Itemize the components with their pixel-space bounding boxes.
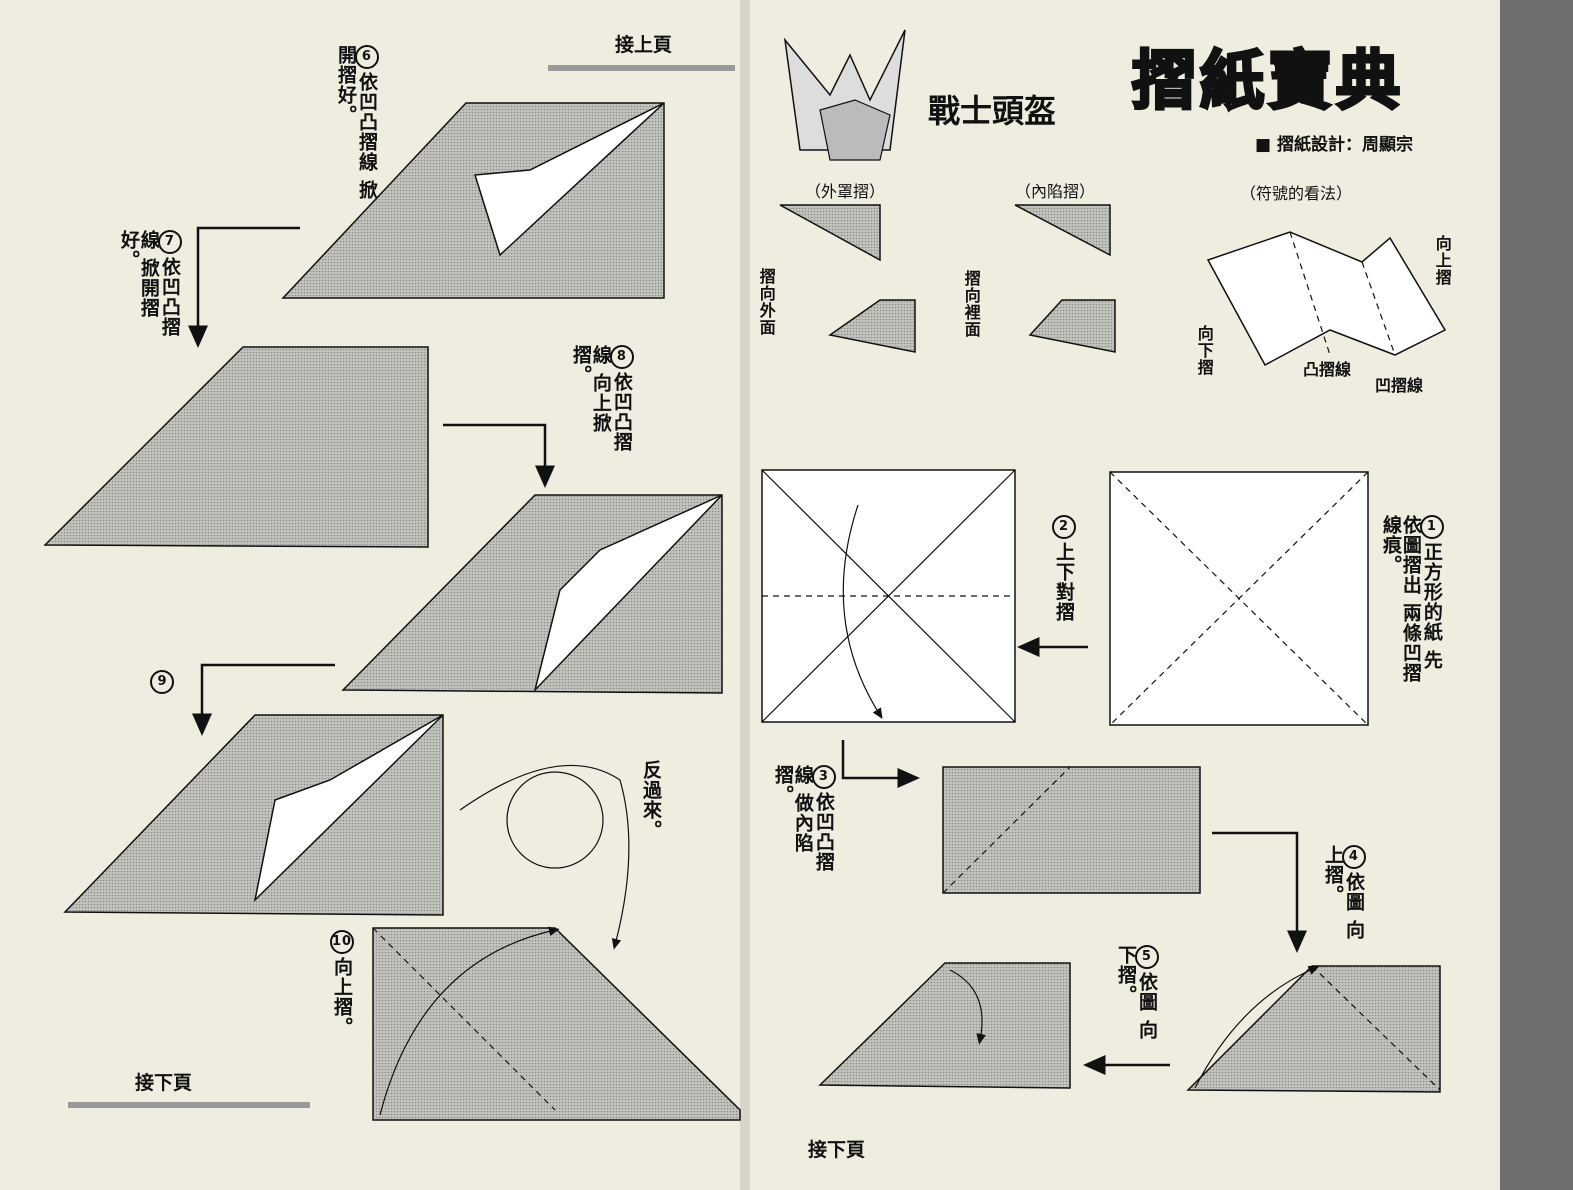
outside-fold-top xyxy=(779,204,881,262)
step4-num: 4 xyxy=(1341,845,1366,869)
step6-flap xyxy=(474,102,665,257)
fold-inward-label: 摺向裡面 xyxy=(961,270,981,338)
step8-text: 8依凹凸摺線 向上掀摺。 xyxy=(570,345,634,470)
gutter xyxy=(740,0,750,1190)
step8-label: 依凹凸摺線 向上掀摺。 xyxy=(569,345,633,452)
step9-num: 9 xyxy=(150,670,174,694)
designer-credit: ■ 摺紙設計：周顯宗 xyxy=(1255,135,1413,155)
fold-outward-label: 摺向外面 xyxy=(756,268,776,336)
step4-label: 依圖 向上摺。 xyxy=(1321,845,1365,940)
next-page-label-left: 接下頁 xyxy=(135,1072,193,1094)
valley-fold-up-label: 向上摺 xyxy=(1432,235,1452,286)
step9-flap xyxy=(253,714,444,903)
step2-num: 2 xyxy=(1052,515,1076,539)
valley-line-label: 凹摺線 xyxy=(1375,376,1424,395)
step7-num: 7 xyxy=(157,230,182,254)
prev-page-label: 接上頁 xyxy=(615,34,673,56)
page-edge xyxy=(1500,0,1573,1190)
model-title: 戰士頭盔 xyxy=(928,92,1057,130)
step6-num: 6 xyxy=(354,45,379,69)
flip-note: 反過來。 xyxy=(639,760,662,840)
legend-inside-reverse: （內陷摺） xyxy=(1015,182,1096,201)
step6-label: 依凹凸摺線 掀開摺好。 xyxy=(334,45,378,200)
step3-label: 依凹凸摺線 做內陷摺。 xyxy=(771,765,835,872)
step5-label: 依圖 向下摺。 xyxy=(1114,945,1158,1040)
step2-label: 上下對摺 xyxy=(1053,542,1075,622)
mountain-line-label: 凸摺線 xyxy=(1303,360,1352,379)
step1-num: 1 xyxy=(1419,515,1444,539)
step3-shape xyxy=(942,766,1201,894)
outside-fold-bottom xyxy=(828,299,916,353)
symbols-paper xyxy=(1206,231,1447,367)
step2-text: 2 上下對摺 xyxy=(1052,515,1076,622)
step7-label: 依凹凸摺線 掀開摺好。 xyxy=(117,230,181,337)
step5-text: 5依圖 向下摺。 xyxy=(1115,945,1159,1040)
step4-text: 4依圖 向上摺。 xyxy=(1322,845,1366,940)
step10-text: 10 向上摺。 xyxy=(330,930,354,1037)
inside-fold-top xyxy=(1014,204,1111,257)
step8-flap xyxy=(533,494,723,693)
step7-text: 7依凹凸摺線 掀開摺好。 xyxy=(118,230,182,355)
step3-text: 3依凹凸摺線 做內陷摺。 xyxy=(772,765,836,890)
mountain-fold-down-label: 向下摺 xyxy=(1194,325,1214,376)
step5-shape xyxy=(818,962,1071,1089)
step10-label: 向上摺。 xyxy=(331,957,353,1037)
next-page-label-right: 接下頁 xyxy=(808,1139,866,1161)
step9-text: 9 xyxy=(150,670,174,697)
inside-fold-bottom xyxy=(1028,299,1116,353)
step7-shape xyxy=(43,346,429,548)
step4-shape xyxy=(1186,965,1441,1093)
step10-shape xyxy=(372,927,741,1121)
legend-symbols: （符號的看法） xyxy=(1240,184,1353,203)
step3-num: 3 xyxy=(811,765,836,789)
step8-num: 8 xyxy=(609,345,634,369)
step6-text: 6依凹凸摺線 掀開摺好。 xyxy=(335,45,379,205)
step1-label: 正方形的紙 先依圖摺出 兩條凹摺線痕。 xyxy=(1379,515,1443,683)
book-title: 摺紙寶典 xyxy=(1131,44,1404,121)
step9-shape xyxy=(63,714,444,916)
step10-num: 10 xyxy=(330,930,354,954)
helmet-illustration xyxy=(783,29,906,161)
step5-num: 5 xyxy=(1134,945,1159,969)
legend-outside-reverse: （外罩摺） xyxy=(805,182,886,201)
step1-text: 1正方形的紙 先依圖摺出 兩條凹摺線痕。 xyxy=(1380,515,1444,685)
